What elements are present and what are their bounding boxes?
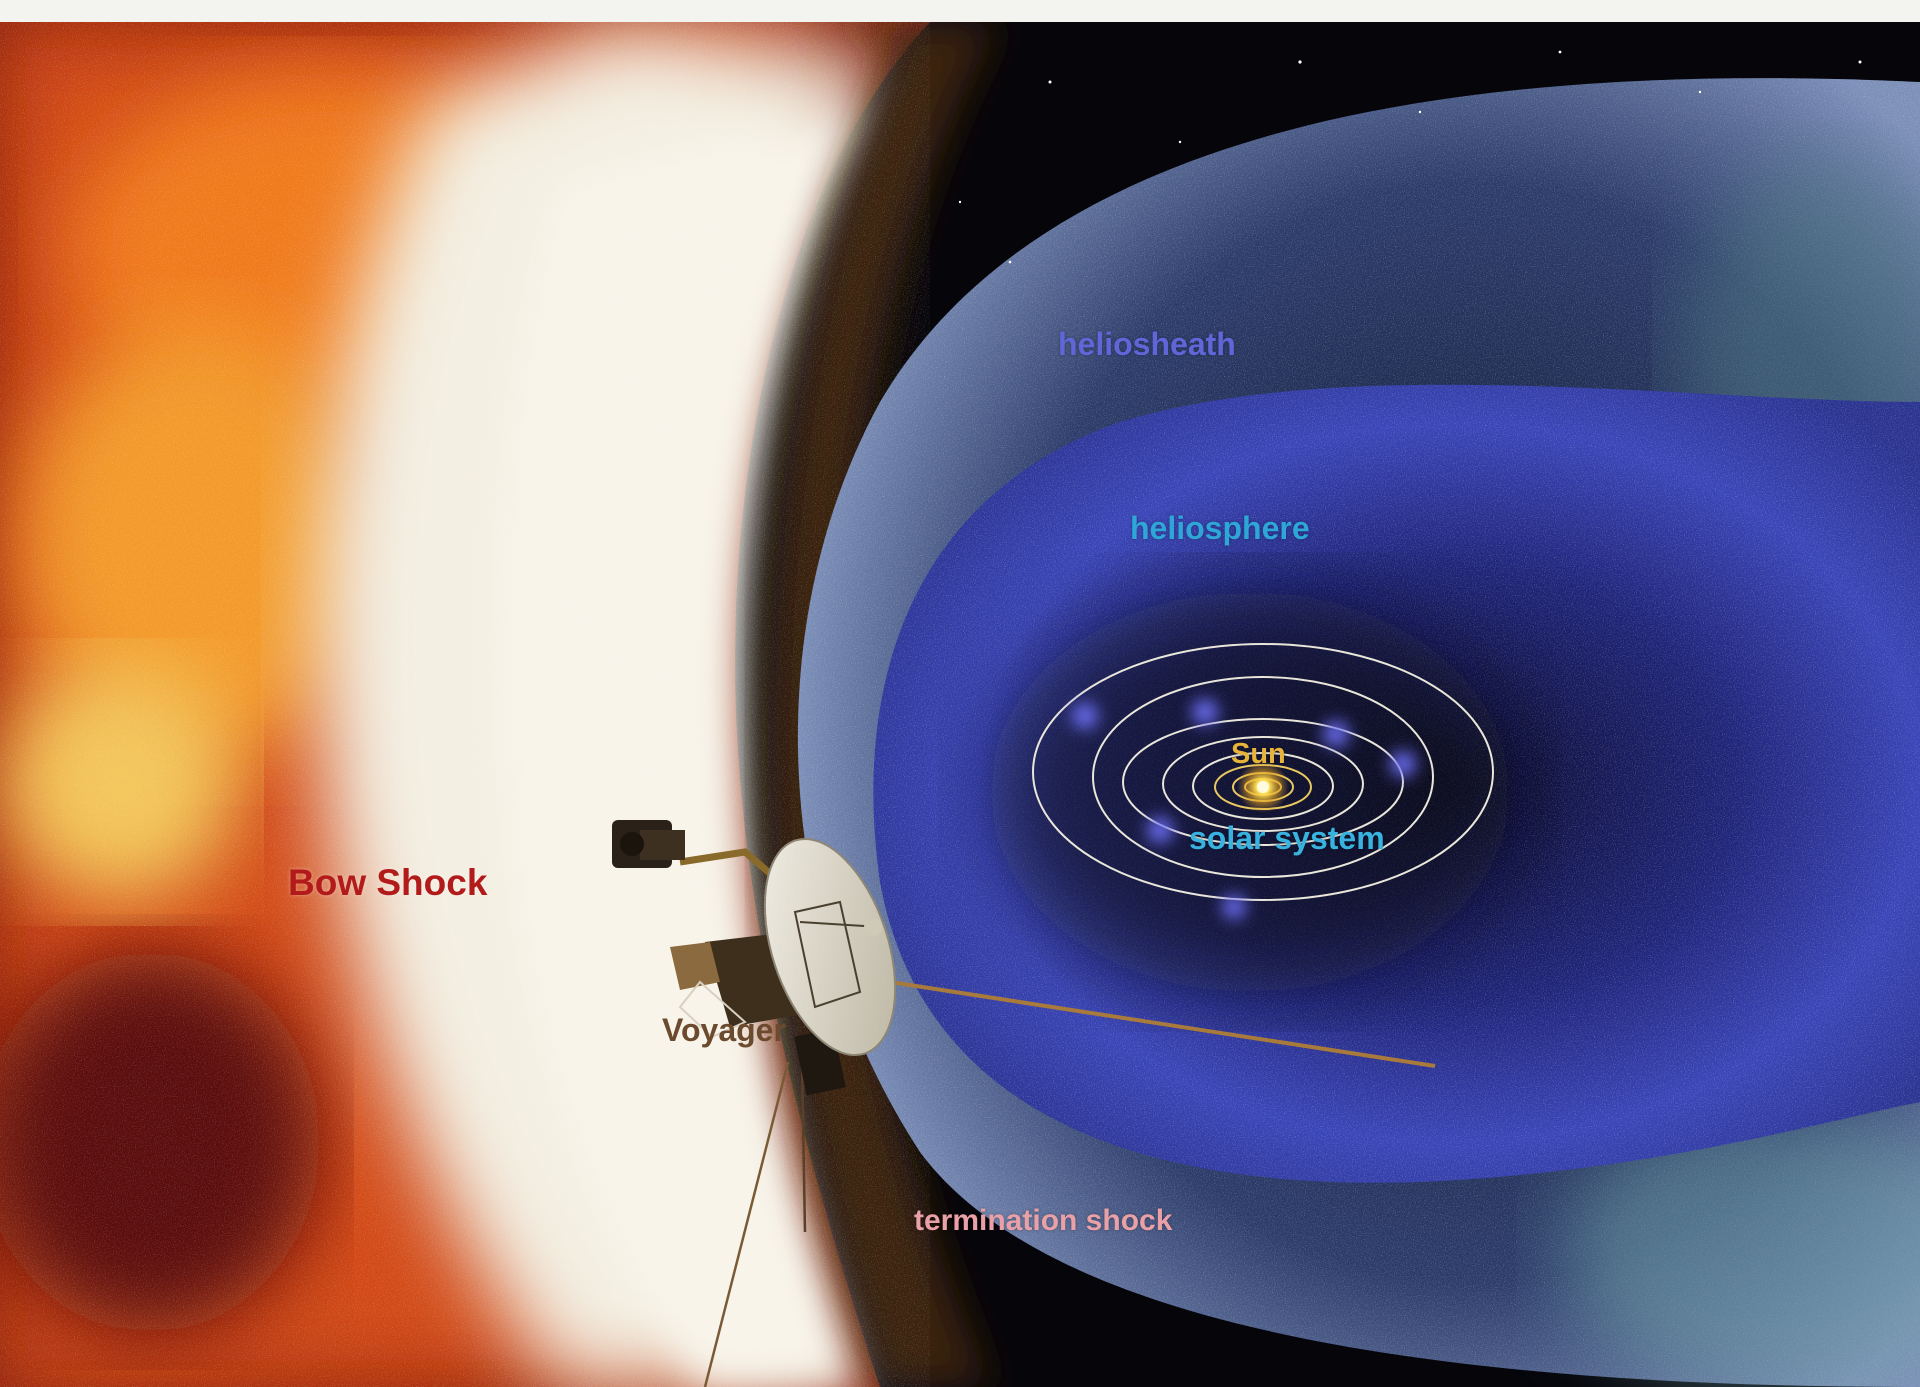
high-gain-antenna-dish [763,837,897,1057]
antenna-left [703,1061,790,1387]
science-platform [612,820,685,868]
heliosphere-illustration [0,22,1920,1387]
sun-label: Sun [1231,738,1286,770]
heliosphere-label: heliosphere [1130,510,1310,546]
termination-shock-label: termination shock [914,1204,1173,1237]
solar-system-orbits [1032,643,1494,901]
voyager-spacecraft [612,820,1436,1387]
heliosphere-region [873,384,1920,1183]
stars [958,50,1862,264]
bow-shock-region [0,22,1000,1387]
magnetometer-boom [889,980,1436,1068]
antenna-right [800,1061,807,1233]
planet-markers [1072,699,1416,919]
voyager-label: Voyager [662,1012,786,1048]
bow-shock-label: Bow Shock [288,862,488,903]
solar-system-label: solar system [1189,820,1385,856]
heliosheath-label: heliosheath [1058,326,1236,362]
sun-core [1257,781,1269,793]
